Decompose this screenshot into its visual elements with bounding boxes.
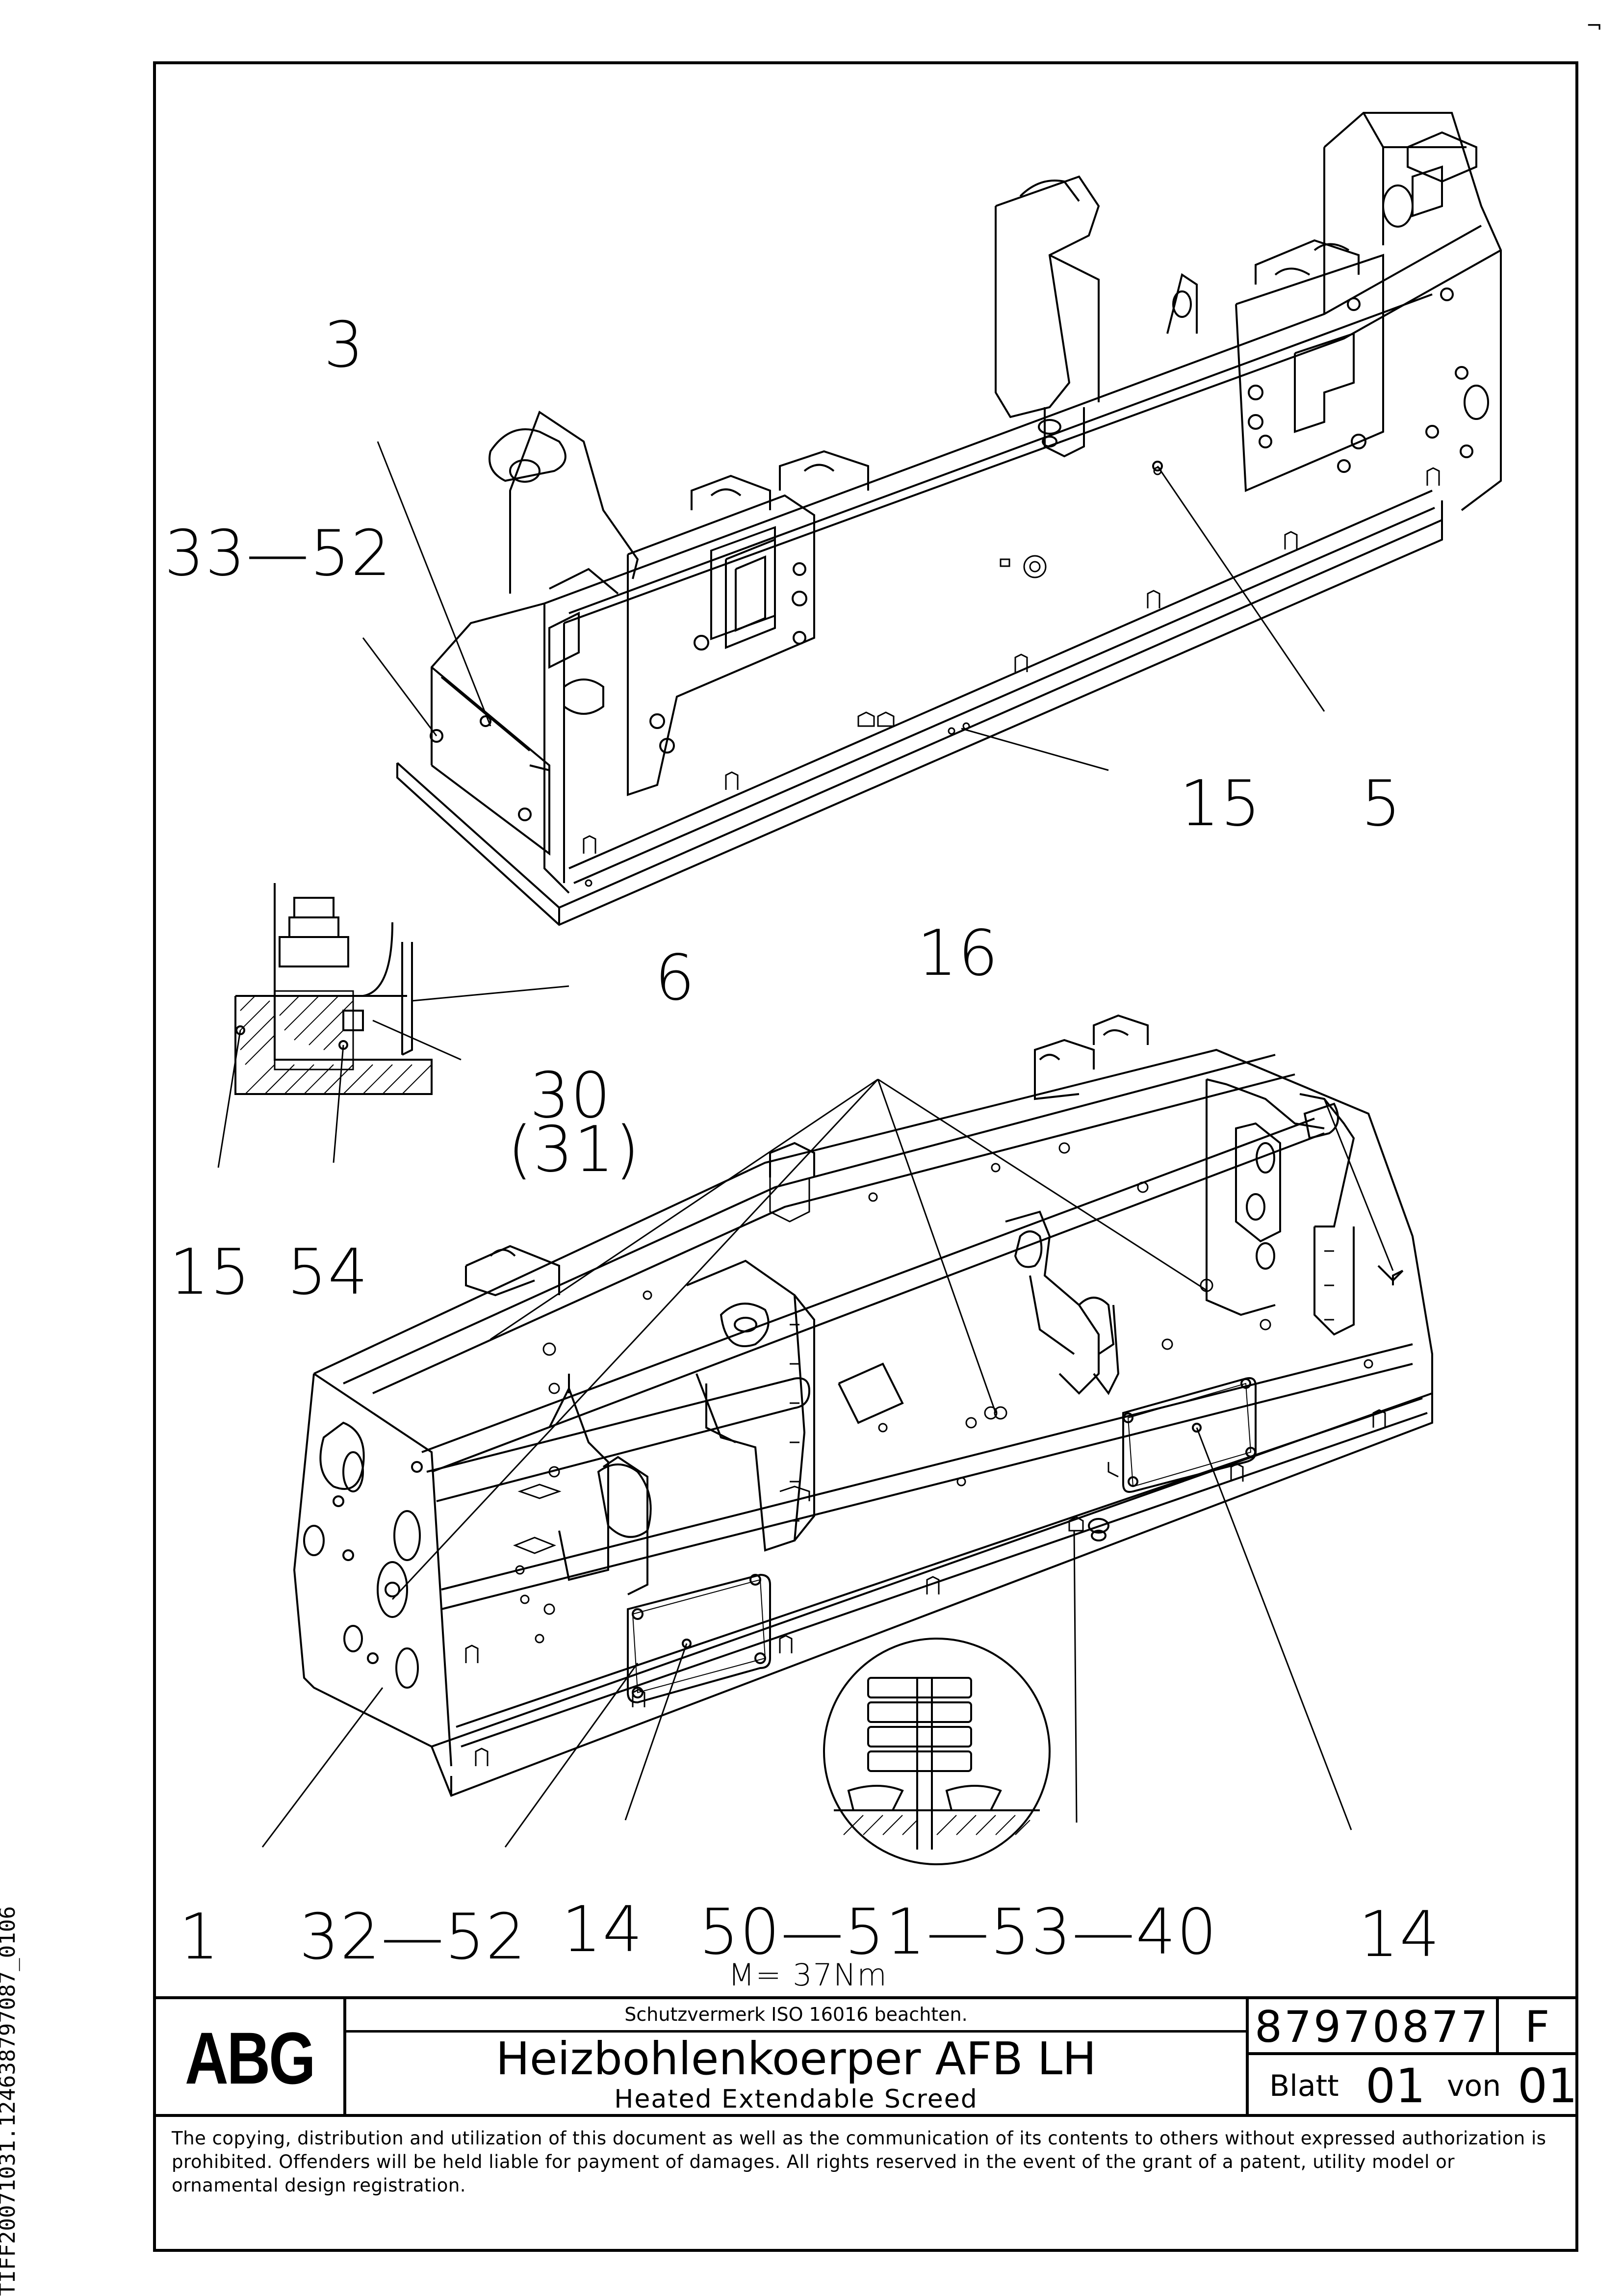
callout-16: 16 — [917, 917, 999, 990]
copyright-notice: The copying, distribution and utilizatio… — [172, 2128, 1546, 2196]
drawing-frame — [153, 61, 1578, 2252]
sheet-label: Blatt — [1269, 2069, 1339, 2103]
drawing-number: 87970877 — [1249, 1999, 1499, 2055]
revision: F — [1499, 1999, 1575, 2055]
sheet-number: 01 — [1365, 2059, 1426, 2113]
sheet-total: 01 — [1518, 2059, 1578, 2113]
callout-1: 1 — [179, 1901, 220, 1974]
drawing-info: 87970877 F Blatt 01 von 01 — [1249, 1999, 1578, 2117]
callout-15-left: 15 — [169, 1236, 251, 1309]
sheet-info: Blatt 01 von 01 — [1249, 2055, 1578, 2117]
sheet-of-label: von — [1447, 2069, 1501, 2103]
upper-screed-body — [396, 112, 1502, 926]
section-detail — [234, 883, 433, 1095]
callout-15-upper: 15 — [1180, 767, 1262, 840]
callout-30: 30 — [530, 1059, 612, 1132]
callout-5: 5 — [1361, 767, 1402, 840]
callout-6: 6 — [655, 941, 696, 1015]
callout-33-52: 33—52 — [164, 517, 392, 590]
technical-drawing — [217, 112, 1502, 1865]
title-area: Schutzvermerk ISO 16016 beachten. Heizbo… — [346, 1999, 1249, 2117]
title-german: Heizbohlenkoerper AFB LH — [495, 2033, 1097, 2085]
callout-31: (31) — [508, 1113, 641, 1186]
leader-lines — [217, 441, 1394, 1848]
spring-washer-detail — [823, 1638, 1051, 1865]
callout-50-51-53-40: 50—51—53—40 — [699, 1896, 1218, 1969]
lower-screed-body — [293, 1014, 1433, 1797]
title-block: ABG Schutzvermerk ISO 16016 beachten. He… — [156, 1996, 1578, 2117]
callout-3: 3 — [324, 309, 365, 382]
callout-32-52: 32—52 — [299, 1901, 527, 1974]
torque-note: M= 37Nm — [728, 1957, 888, 1993]
corner-mark: ¬ — [1586, 15, 1602, 37]
callout-54: 54 — [287, 1236, 369, 1309]
callout-14-right: 14 — [1359, 1898, 1441, 1971]
company-logo: ABG — [156, 1999, 346, 2117]
protection-note: Schutzvermerk ISO 16016 beachten. — [346, 1999, 1246, 2033]
callout-14-left: 14 — [562, 1893, 644, 1966]
title-english: Heated Extendable Screed — [614, 2085, 978, 2114]
